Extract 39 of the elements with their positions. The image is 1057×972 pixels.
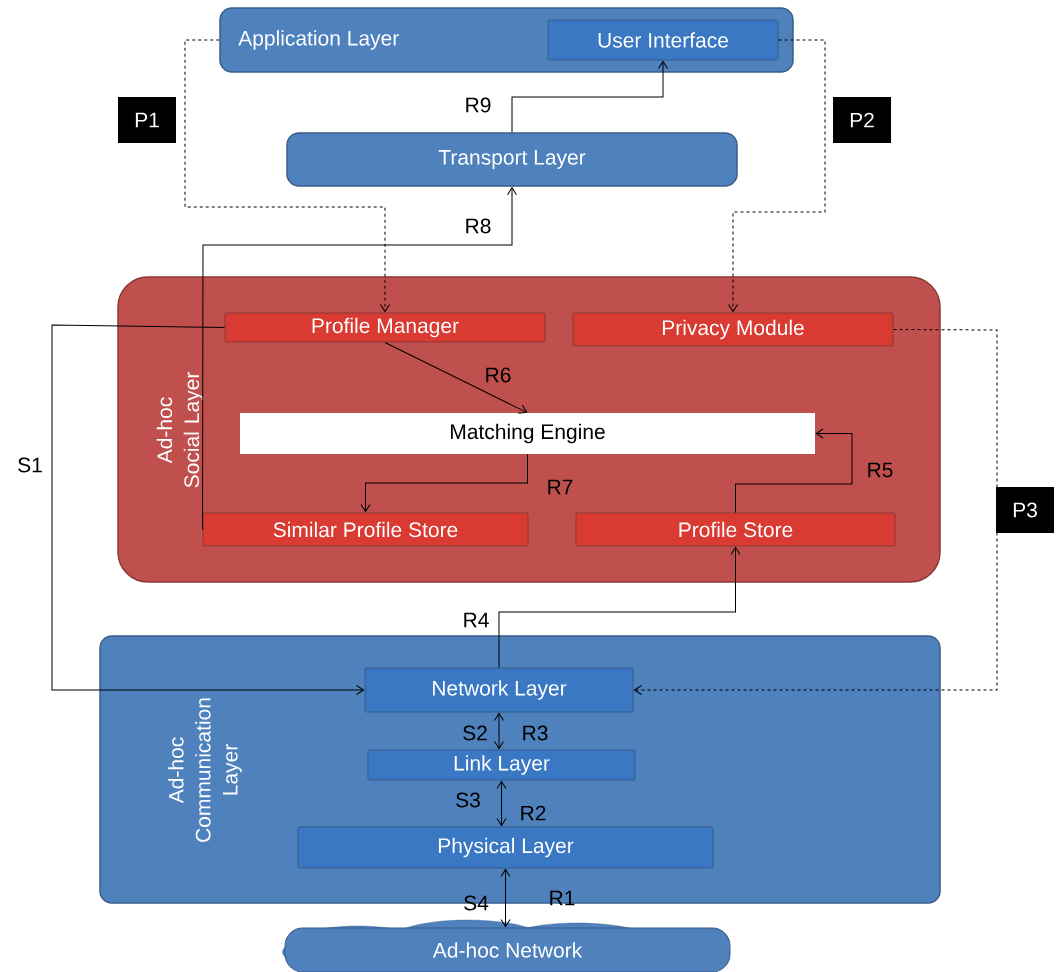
module-box: Profile Manager xyxy=(224,312,546,343)
edge-label: S2 xyxy=(463,725,487,741)
edge-label: R6 xyxy=(486,367,511,383)
module-box: Matching Engine xyxy=(240,413,815,454)
double-arrow xyxy=(500,868,511,928)
edge-tag: P3 xyxy=(996,487,1054,533)
edge-label: R4 xyxy=(464,612,489,628)
module-box: User Interface xyxy=(547,19,779,61)
layer-panel: Transport Layer xyxy=(286,132,738,187)
arrow xyxy=(202,187,517,530)
double-arrow xyxy=(494,712,504,750)
dashed-arrow xyxy=(728,39,826,313)
module-box: Profile Store xyxy=(575,512,896,547)
arrow xyxy=(384,342,528,414)
edge-tag: P2 xyxy=(833,97,891,143)
module-box: Similar Profile Store xyxy=(202,512,529,547)
dashed-arrow xyxy=(633,329,998,695)
edge-label: S1 xyxy=(18,457,42,473)
module-box: Privacy Module xyxy=(572,312,894,347)
signal-label: R2 xyxy=(521,805,546,821)
edge-label: R9 xyxy=(466,97,491,113)
signal-label: R3 xyxy=(523,725,548,741)
arrow xyxy=(498,546,741,668)
module-box: Network Layer xyxy=(364,667,634,713)
edge-label: R8 xyxy=(466,218,491,234)
edge-label: S3 xyxy=(456,792,480,808)
dashed-arrow xyxy=(184,39,390,313)
module-box: Physical Layer xyxy=(297,826,714,869)
arrow xyxy=(51,324,365,695)
arrow xyxy=(360,453,528,513)
module-box: Link Layer xyxy=(367,749,636,781)
edge-label: R5 xyxy=(868,462,893,478)
arrow xyxy=(511,60,668,133)
signal-label: R1 xyxy=(550,890,575,906)
network-cloud: Ad-hoc Network xyxy=(282,919,731,972)
edge-label: R7 xyxy=(548,479,573,495)
double-arrow xyxy=(496,780,507,827)
arrow xyxy=(735,428,853,513)
edge-tag: P1 xyxy=(118,97,176,143)
